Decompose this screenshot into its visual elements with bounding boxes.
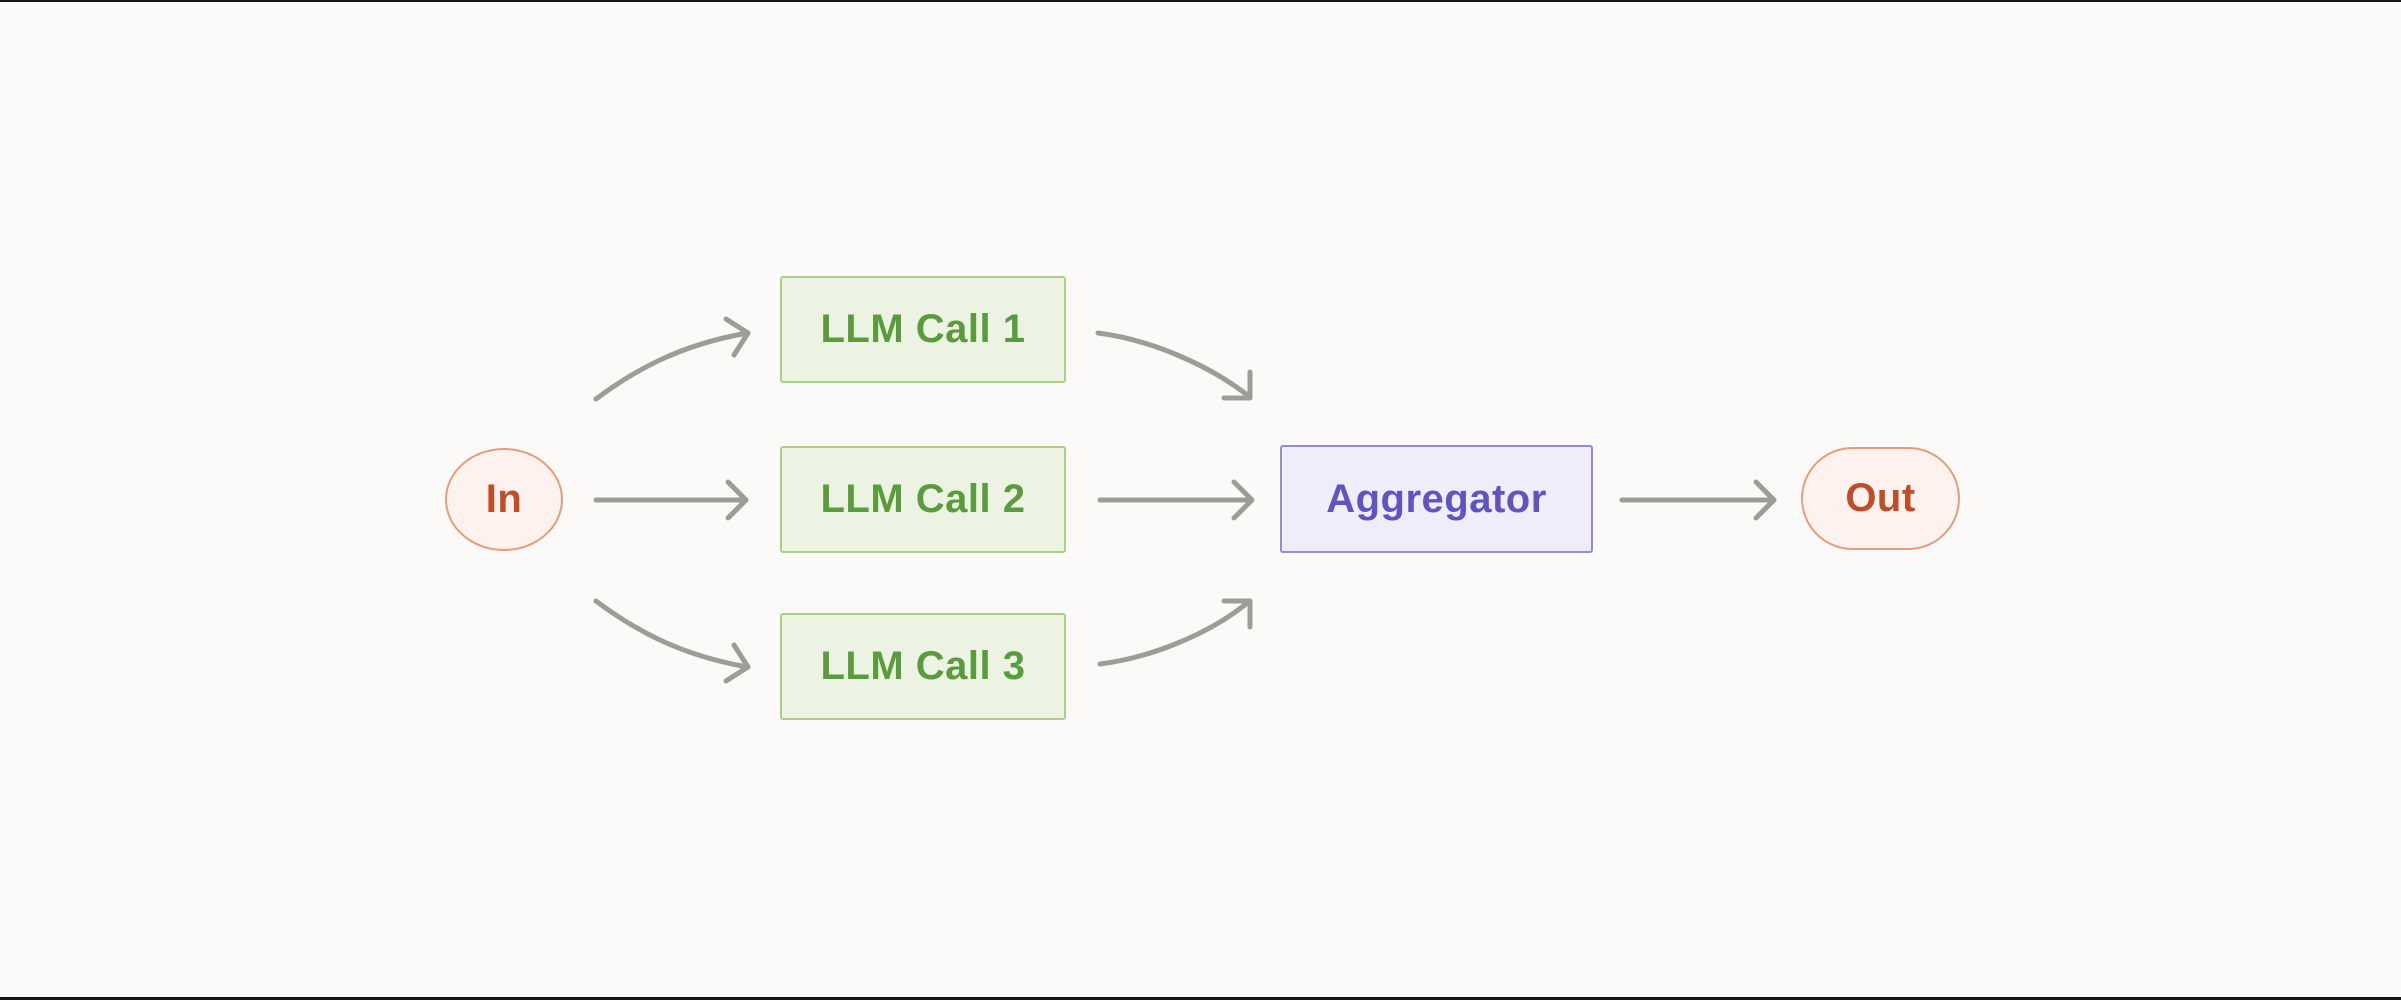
node-llm-call-2: LLM Call 2: [780, 446, 1066, 553]
arrowhead-in-to-llm-call-2: [725, 479, 749, 521]
node-llm-call-1-label: LLM Call 1: [820, 307, 1026, 351]
arrowhead-in-to-llm-call-1: [723, 316, 751, 358]
node-out-label: Out: [1845, 476, 1916, 520]
node-in: In: [445, 448, 563, 551]
node-aggregator: Aggregator: [1280, 445, 1593, 553]
node-aggregator-label: Aggregator: [1326, 476, 1547, 521]
arrowhead-in-to-llm-call-3: [723, 642, 751, 684]
bottom-frame-line: [0, 997, 2401, 1000]
node-llm-call-3-label: LLM Call 3: [820, 644, 1026, 688]
node-out: Out: [1801, 447, 1960, 550]
arrow-llm-call-1-to-aggregator: [1095, 330, 1249, 397]
arrowhead-llm-call-3-to-aggregator: [1221, 598, 1253, 630]
arrowhead-aggregator-to-out: [1753, 479, 1777, 521]
arrow-llm-call-3-to-aggregator: [1097, 601, 1249, 667]
node-llm-call-1: LLM Call 1: [780, 276, 1066, 383]
arrowhead-llm-call-1-to-aggregator: [1221, 369, 1253, 401]
node-in-label: In: [485, 477, 523, 521]
arrowhead-llm-call-2-to-aggregator: [1231, 479, 1255, 521]
top-frame-line: [0, 0, 2401, 2]
node-llm-call-3: LLM Call 3: [780, 613, 1066, 720]
arrow-in-to-llm-call-1: [593, 331, 745, 402]
arrow-in-to-llm-call-3: [593, 598, 745, 669]
node-llm-call-2-label: LLM Call 2: [820, 477, 1026, 521]
